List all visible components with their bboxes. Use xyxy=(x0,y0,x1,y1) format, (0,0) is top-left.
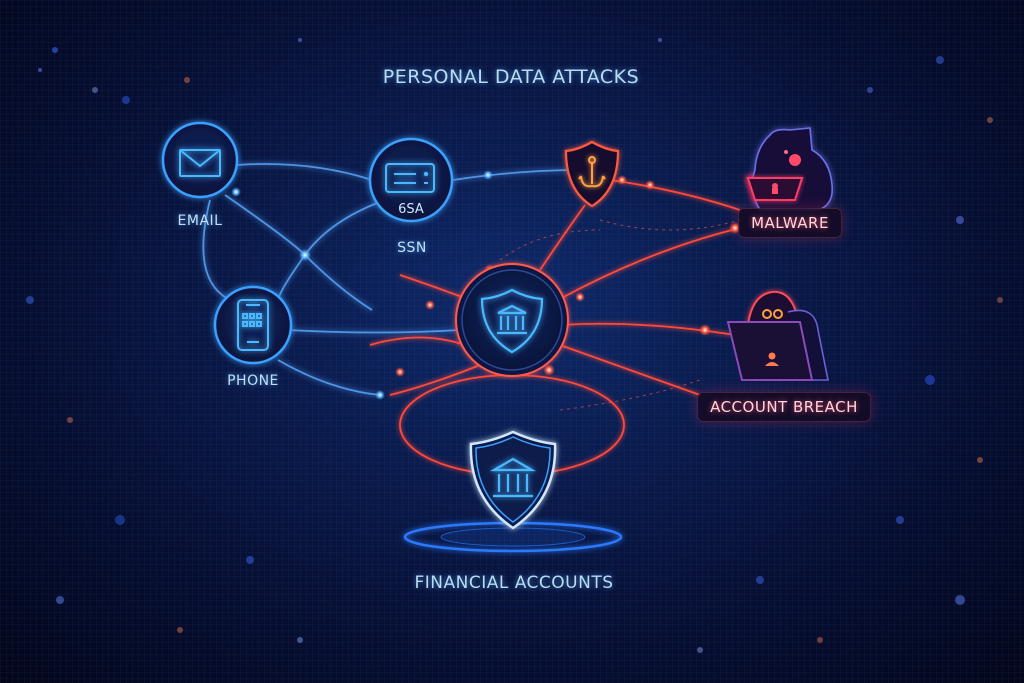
email-label: EMAIL xyxy=(177,213,223,229)
account-breach-node[interactable] xyxy=(726,290,829,381)
hacker-laptop-icon xyxy=(746,127,834,211)
envelope-icon xyxy=(179,149,221,177)
junction-points xyxy=(231,170,741,400)
hooded-hacker-laptop-icon xyxy=(726,290,829,381)
central-hub-node[interactable] xyxy=(455,263,569,377)
ssn-card-text: 6SA xyxy=(398,202,424,217)
shield-bank-icon xyxy=(480,288,544,354)
malware-node[interactable] xyxy=(746,127,834,211)
ssn-label: SSN xyxy=(397,240,427,256)
threat-dashes xyxy=(499,219,741,411)
malware-label: MALWARE xyxy=(738,208,842,238)
bokeh-particles xyxy=(26,38,1003,653)
id-card-icon xyxy=(385,163,435,193)
financial-accounts-label: FINANCIAL ACCOUNTS xyxy=(414,573,614,593)
phone-node[interactable] xyxy=(213,285,293,365)
phishing-node[interactable] xyxy=(564,140,620,208)
phone-label: PHONE xyxy=(227,373,279,389)
fishing-hook-icon xyxy=(578,156,606,188)
smartphone-icon xyxy=(237,299,269,351)
bank-icon xyxy=(489,457,537,498)
diagram-title: PERSONAL DATA ATTACKS xyxy=(382,66,640,88)
email-node[interactable] xyxy=(161,121,239,199)
financial-accounts-node[interactable] xyxy=(403,430,623,553)
account-breach-label: ACCOUNT BREACH xyxy=(697,392,871,422)
ssn-node[interactable]: 6SA xyxy=(368,137,454,223)
